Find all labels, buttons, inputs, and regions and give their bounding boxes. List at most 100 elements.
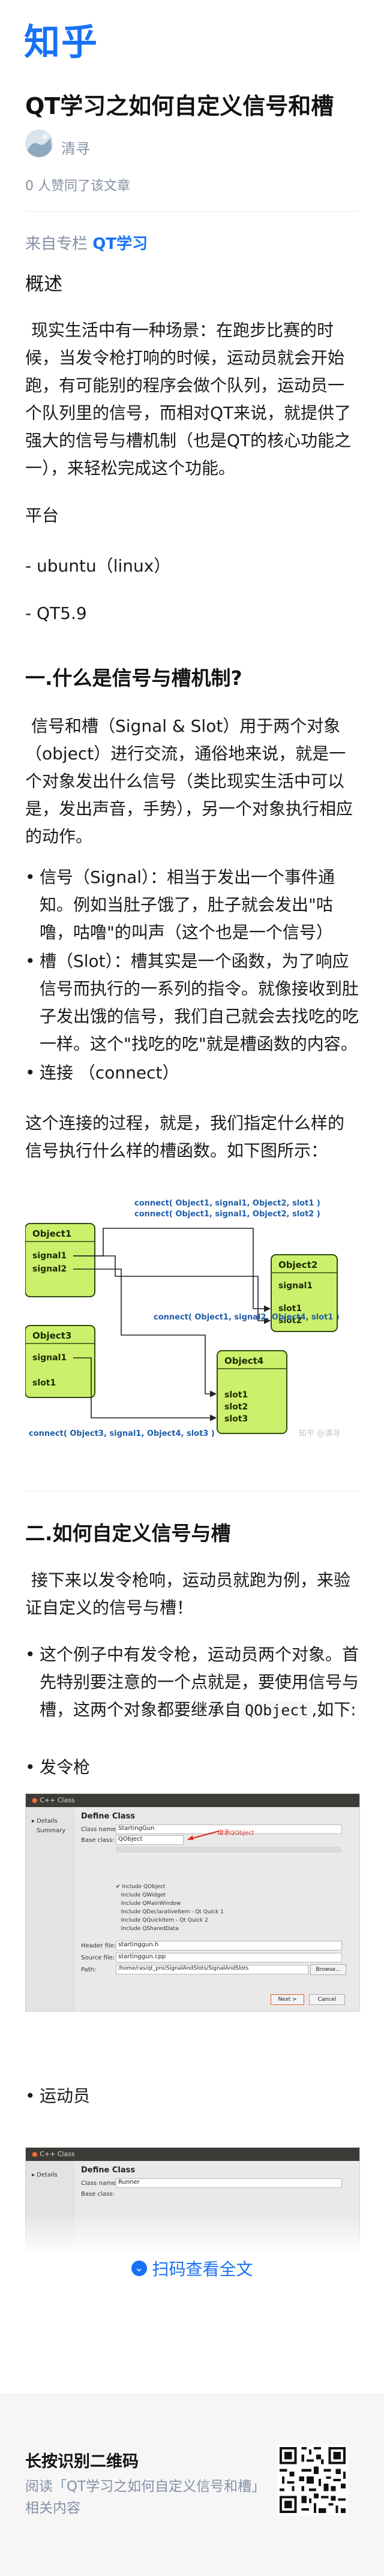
section2-intro: 接下来以发令枪响，运动员就跑为例，来验证自定义的信号与槽！	[25, 1570, 351, 1618]
list-item-text: 发令枪	[40, 1757, 91, 1777]
object-item: signal2	[32, 1264, 67, 1274]
object-item: slot2	[278, 1316, 302, 1325]
list-item-text: 运动员	[40, 2086, 91, 2106]
window-close-icon: ●	[32, 1796, 38, 1804]
zhihu-logo[interactable]: 知乎	[24, 22, 98, 64]
include-checkbox[interactable]: Include QDeclarativeItem - Qt Quick 1	[121, 1909, 224, 1915]
section1-intro: 信号和槽（Signal & Slot）用于两个对象（object）进行交流，通俗…	[25, 716, 353, 846]
column-prefix: 来自专栏	[25, 235, 88, 253]
wizard-sidebar: ▸ Details Summary	[26, 1807, 75, 2011]
expand-bar	[0, 2254, 384, 2297]
include-checkbox-list: ✔ Include QObject Include QWidget Includ…	[116, 1883, 224, 1933]
wizard-step: ▸ Details	[32, 2172, 58, 2178]
header-divider	[25, 211, 359, 212]
section-divider	[25, 1491, 359, 1492]
scan-to-read-label: 扫码查看全文	[152, 2259, 253, 2279]
object-name: Object3	[32, 1330, 71, 1341]
overview-paragraph: 现实生活中有一种场景：在跑步比赛的时候，当发令枪打响的时候，运动员就会开始跑，有…	[25, 320, 352, 478]
base-class-select[interactable]: QObject	[116, 1835, 184, 1845]
list-item-text: 信号（Signal）：相当于发出一个事件通知。例如当肚子饿了，肚子就会发出"咕噜…	[40, 867, 335, 942]
object-item: slot1	[224, 1390, 248, 1400]
include-checkbox[interactable]: Include QMainWindow	[121, 1901, 181, 1907]
bullet-dot: •	[25, 1757, 35, 1777]
list-item: • 连接 （connect）	[25, 1059, 359, 1087]
include-checkbox[interactable]: Include QWidget	[121, 1892, 166, 1898]
author-name[interactable]: 清寻	[61, 140, 90, 157]
object-name: Object4	[224, 1355, 263, 1366]
include-checkbox[interactable]: Include QSharedData	[121, 1926, 179, 1932]
connect-label: connect( Object1, signal2, Object4, slot…	[154, 1313, 340, 1322]
signal-slot-diagram: Object1 signal1 signal2 Object2 signal1 …	[25, 1194, 359, 1445]
object4-node: Object4 slot1 slot2 slot3	[217, 1350, 287, 1434]
column-link[interactable]: QT学习	[92, 235, 148, 253]
header-file-label: Header file:	[81, 1943, 116, 1949]
section1-heading: 一.什么是信号与槽机制?	[25, 666, 242, 690]
list-item-text: 槽（Slot）：槽其实是一个函数，为了响应信号而执行的一系列的指令。就像接收到肚…	[40, 951, 359, 1054]
class-name-input[interactable]: StartingGun	[116, 1824, 342, 1834]
object3-node: Object3 signal1 slot1	[25, 1325, 95, 1398]
scan-to-read-button[interactable]: ⌄ 扫码查看全文	[0, 2256, 384, 2280]
dialog-heading: Define Class	[81, 1812, 136, 1821]
window-titlebar: ● C++ Class	[26, 1794, 359, 1807]
wizard-step: ▸ Details	[32, 1818, 58, 1824]
inline-code: QObject	[241, 1702, 312, 1719]
footer-description: 阅读「QT学习之如何自定义信号和槽」相关内容	[25, 2479, 259, 2516]
connect-arrow	[73, 1255, 271, 1324]
platform-label: 平台	[25, 506, 59, 525]
object1-node: Object1 signal1 signal2	[25, 1223, 95, 1297]
bullet-dot: •	[25, 867, 35, 887]
window-close-icon: ●	[32, 2150, 38, 2158]
list-item-text: 这个例子中有发令枪，运动员两个对象。首先特别要注意的一个点就是，要使用信号与槽，…	[40, 1641, 359, 1724]
window-title: C++ Class	[40, 2150, 75, 2158]
window-title: C++ Class	[40, 1796, 75, 1804]
list-item: • 信号（Signal）：相当于发出一个事件通知。例如当肚子饿了，肚子就会发出"…	[25, 864, 359, 948]
object-name: Object1	[32, 1228, 71, 1239]
list-item-body: 这个例子中有发令枪，运动员两个对象。首先特别要注意的一个点就是，要使用信号与槽，…	[40, 1645, 359, 1720]
base-class-label: Base class:	[81, 2191, 115, 2198]
bullet-dot: •	[25, 1645, 35, 1664]
connect-arrow	[73, 1228, 271, 1312]
source-file-input[interactable]: startinggun.cpp	[116, 1953, 342, 1962]
browse-button[interactable]: Browse...	[310, 1964, 346, 1975]
next-button[interactable]: Next >	[271, 1994, 304, 2005]
include-checkbox[interactable]: ✔ Include QObject	[116, 1884, 166, 1890]
path-label: Path:	[81, 1967, 97, 1973]
bullet-dot: •	[25, 951, 35, 971]
avatar[interactable]	[25, 130, 53, 157]
section1-after: 这个连接的过程，就是，我们指定什么样的信号执行什么样的槽函数。如下图所示：	[25, 1113, 345, 1161]
list-item-tail: ,如下:	[311, 1700, 356, 1720]
object-item: slot3	[224, 1414, 248, 1424]
object-item: slot1	[32, 1378, 56, 1388]
platform-item: - ubuntu（linux）	[25, 556, 171, 576]
avatar-image-icon	[25, 130, 53, 157]
object-item: slot1	[278, 1304, 302, 1313]
connect-label: connect( Object1, signal1, Object2, slot…	[134, 1199, 320, 1208]
connect-label: connect( Object3, signal1, Object4, slot…	[29, 1429, 215, 1438]
bullet-dot: •	[25, 1063, 35, 1083]
list-item: • 运动员	[25, 2082, 359, 2110]
list-item: • 这个例子中有发令枪，运动员两个对象。首先特别要注意的一个点就是，要使用信号与…	[25, 1641, 359, 1731]
object-item: signal1	[278, 1281, 313, 1291]
qr-code-icon[interactable]	[277, 2445, 348, 2515]
connect-label: connect( Object1, signal1, Object2, slot…	[134, 1210, 320, 1219]
class-name-label: Class name:	[81, 1826, 118, 1833]
header-file-input[interactable]: startinggun.h	[116, 1941, 342, 1950]
dialog-heading: Define Class	[81, 2166, 136, 2175]
object-item: signal1	[32, 1353, 67, 1363]
cancel-button[interactable]: Cancel	[309, 1994, 345, 2005]
annotation-text: 继承QObject	[218, 1830, 254, 1836]
list-item: • 发令枪	[25, 1754, 359, 1781]
object-name: Object2	[278, 1260, 317, 1270]
connect-arrow	[73, 1357, 217, 1421]
class-name-label: Class name:	[81, 2180, 118, 2187]
bullet-dot: •	[25, 2086, 35, 2106]
disabled-field	[116, 1847, 341, 1853]
include-checkbox[interactable]: Include QQuickItem - Qt Quick 2	[121, 1917, 208, 1923]
platform-item: - QT5.9	[25, 603, 87, 623]
class-wizard-screenshot: ● C++ Class ▸ Details Summary Define Cla…	[25, 1793, 360, 2012]
path-input[interactable]: /home/ras/qt_pro/SignalAndSlots/SignalAn…	[116, 1965, 308, 1974]
chevron-down-icon: ⌄	[131, 2261, 147, 2276]
object2-node: Object2 signal1 slot1 slot2	[271, 1254, 338, 1332]
annotation-arrow-icon	[187, 1830, 220, 1840]
class-name-input[interactable]: Runner	[116, 2178, 342, 2188]
